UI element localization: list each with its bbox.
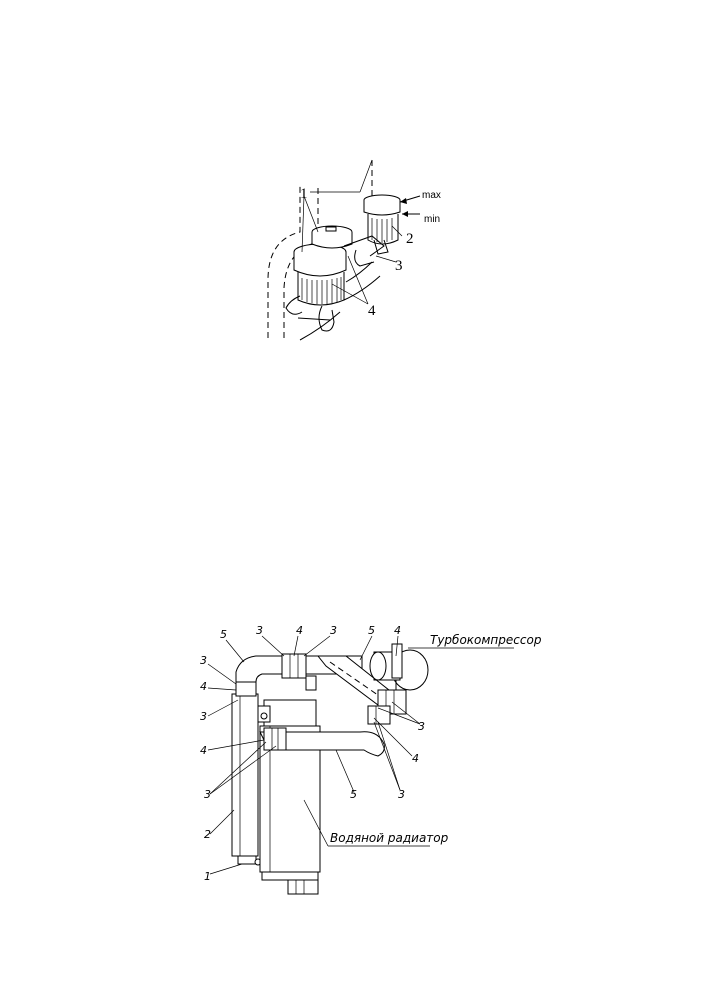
callout-b-1: 1 [204, 870, 211, 883]
callout-b-4c: 4 [200, 680, 207, 693]
callout-top-4: 4 [368, 303, 376, 319]
pipe-left [231, 679, 262, 866]
callout-b-4b: 4 [394, 624, 401, 637]
callout-b-3d: 3 [200, 710, 207, 723]
label-min: min [424, 214, 440, 225]
callout-b-3c: 3 [200, 654, 207, 667]
callout-b-4e: 4 [412, 752, 419, 765]
leaders-top [301, 159, 403, 305]
callout-b-4a: 4 [296, 624, 303, 637]
callout-b-5a: 5 [220, 628, 227, 641]
leaders-bottom [207, 635, 514, 875]
label-max: max [422, 190, 441, 201]
callout-b-2: 2 [204, 828, 211, 841]
callout-b-3b: 3 [330, 624, 337, 637]
callout-top-2: 2 [406, 231, 414, 247]
turbocompressor [367, 643, 429, 725]
callout-b-3e: 3 [204, 788, 211, 801]
figure-top-reservoirs: 1 2 3 4 max min [267, 159, 441, 341]
hose-1 [345, 261, 373, 283]
figure-bottom-cooling: 5 3 4 3 5 4 3 4 3 4 3 2 1 3 4 3 5 Турбок… [200, 624, 542, 895]
callout-top-3: 3 [395, 258, 403, 274]
pipe-lower [259, 731, 385, 757]
reservoir-right [354, 194, 401, 267]
label-water-radiator: Водяной радиатор [330, 831, 449, 845]
callout-b-5b: 5 [368, 624, 375, 637]
reservoir-left [285, 243, 347, 332]
cab-outline [267, 185, 301, 338]
callout-b-3f: 3 [418, 720, 425, 733]
callout-b-3a: 3 [256, 624, 263, 637]
callout-b-4d: 4 [200, 744, 207, 757]
callout-top-1: 1 [300, 186, 308, 202]
callout-b-5c: 5 [350, 788, 357, 801]
hose-3 [299, 311, 341, 341]
clamp-top [281, 653, 307, 679]
label-turbocompressor: Турбокомпрессор [430, 633, 542, 647]
callout-b-3g: 3 [398, 788, 405, 801]
clamp-lower [263, 727, 287, 751]
